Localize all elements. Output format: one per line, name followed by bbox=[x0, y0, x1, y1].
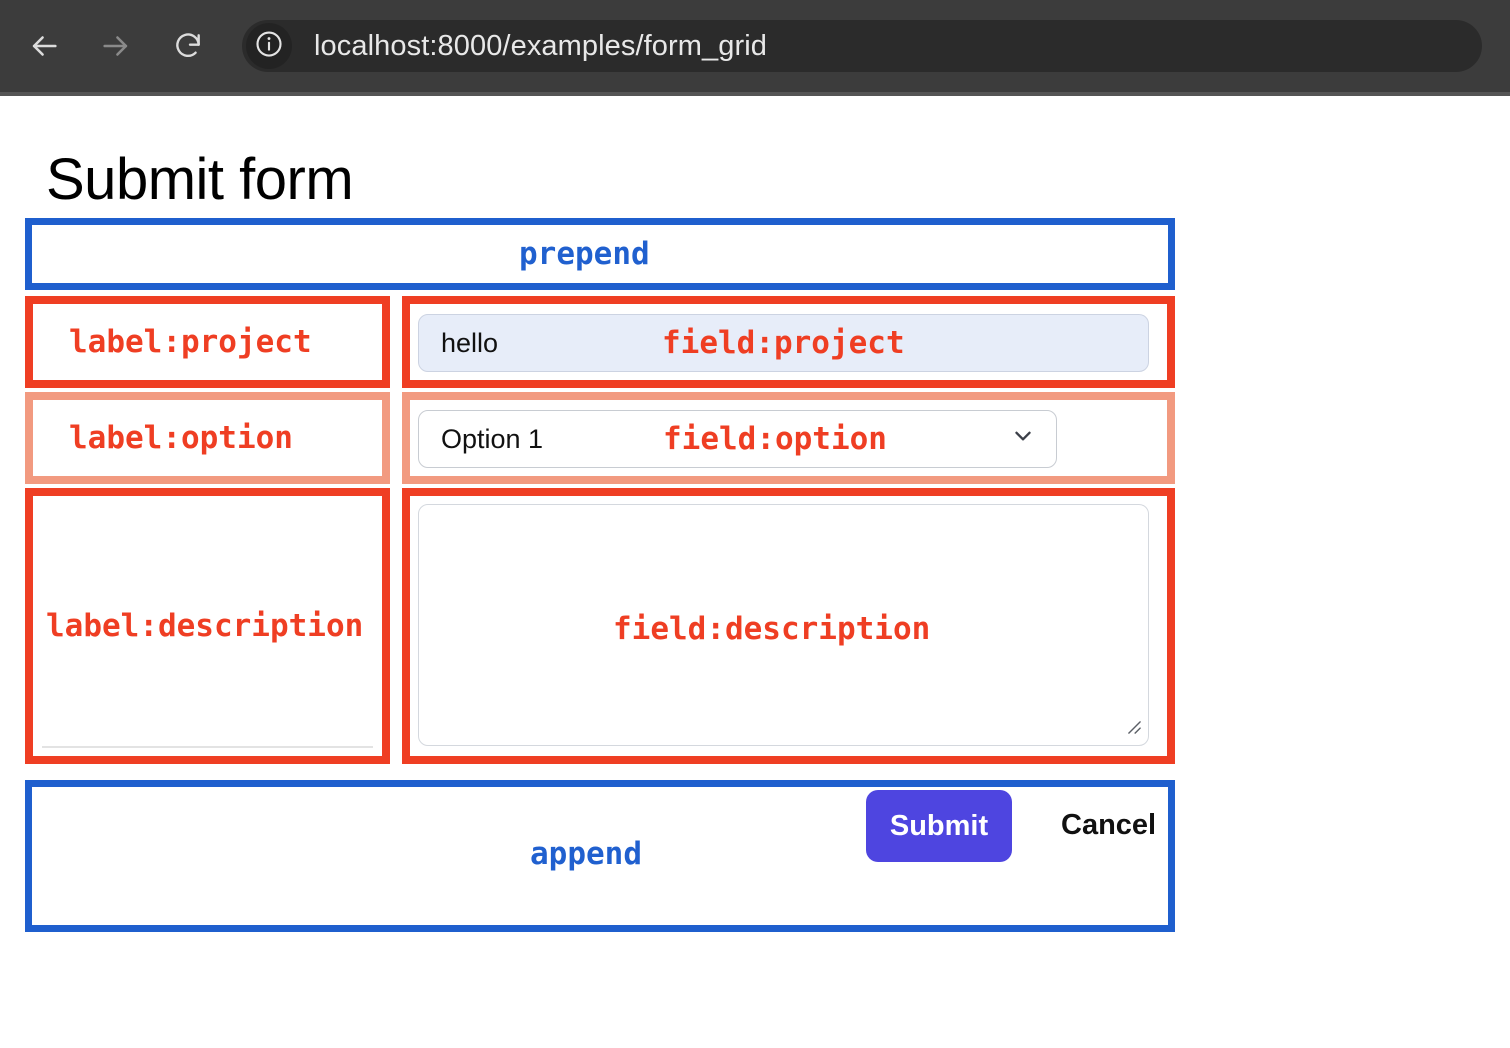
info-circle-icon bbox=[254, 29, 284, 64]
url-bar[interactable]: localhost:8000/examples/form_grid bbox=[242, 20, 1482, 72]
annotation-label-field-description: field:description bbox=[613, 611, 931, 647]
annotation-label-label-option: label:option bbox=[69, 420, 293, 456]
project-input[interactable] bbox=[418, 314, 1149, 372]
reload-icon bbox=[172, 30, 204, 62]
annotation-label-label-project: label:project bbox=[69, 324, 312, 360]
back-arrow-icon bbox=[27, 29, 61, 63]
page-title: Submit form bbox=[46, 147, 354, 212]
annotation-box-label-option bbox=[25, 392, 390, 484]
chevron-down-icon bbox=[1010, 423, 1036, 456]
annotation-box-label-description bbox=[25, 488, 390, 764]
annotation-box-append bbox=[25, 780, 1175, 932]
annotation-box-prepend bbox=[25, 218, 1175, 290]
option-select-value: Option 1 bbox=[441, 423, 544, 454]
browser-toolbar: localhost:8000/examples/form_grid bbox=[0, 0, 1510, 92]
option-select[interactable]: Option 1 bbox=[418, 410, 1057, 468]
forward-button[interactable] bbox=[92, 22, 140, 70]
annotation-box-field-option bbox=[402, 392, 1175, 484]
toolbar-divider bbox=[0, 92, 1510, 96]
annotation-label-prepend: prepend bbox=[519, 236, 650, 272]
page-body: Submit form prepend label:project field:… bbox=[0, 96, 1510, 1048]
annotation-label-field-project: field:project bbox=[662, 325, 905, 361]
annotation-box-label-project bbox=[25, 296, 390, 388]
description-textarea[interactable] bbox=[418, 504, 1149, 746]
reload-button[interactable] bbox=[164, 22, 212, 70]
site-info-button[interactable] bbox=[246, 23, 292, 69]
back-button[interactable] bbox=[20, 22, 68, 70]
submit-button[interactable]: Submit bbox=[866, 790, 1012, 862]
cancel-button[interactable]: Cancel bbox=[1055, 808, 1162, 843]
annotation-box-field-project bbox=[402, 296, 1175, 388]
annotation-label-field-option: field:option bbox=[663, 421, 887, 457]
annotation-label-append: append bbox=[530, 836, 642, 872]
url-text: localhost:8000/examples/form_grid bbox=[314, 29, 768, 62]
resize-handle-icon[interactable] bbox=[1122, 715, 1142, 740]
annotation-label-label-description: label:description bbox=[46, 608, 364, 644]
forward-arrow-icon bbox=[99, 29, 133, 63]
label-cell-divider bbox=[42, 746, 373, 748]
annotation-box-field-description bbox=[402, 488, 1175, 764]
